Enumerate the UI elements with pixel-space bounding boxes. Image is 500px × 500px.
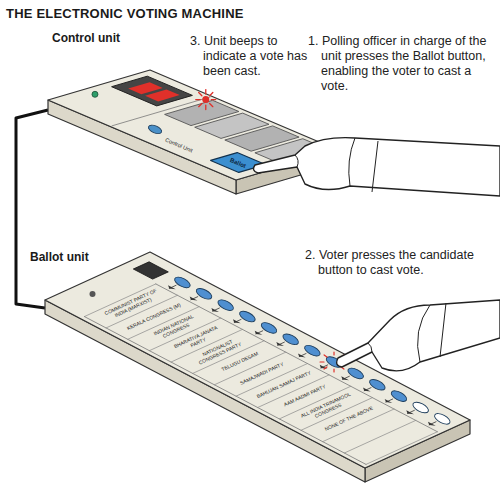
- button-arrowhead: [298, 353, 306, 357]
- button-arrowhead: [168, 285, 176, 289]
- button-arrowhead: [276, 342, 284, 346]
- row-divider: [366, 432, 437, 465]
- button-arrowhead: [385, 399, 393, 403]
- beep-ray: [210, 93, 213, 96]
- candidate-button: [238, 309, 257, 324]
- button-arrowhead: [211, 308, 219, 312]
- button-arrowhead: [233, 319, 241, 323]
- beep-ray: [199, 103, 202, 106]
- press-flash: [333, 369, 334, 372]
- button-arrowhead: [341, 376, 349, 380]
- candidate-button: [433, 411, 452, 426]
- connecting-cable: [16, 110, 48, 308]
- beep-ray: [199, 93, 202, 96]
- seal-hole: [90, 291, 96, 297]
- callout-note: 3. Unit beeps to indicate a vote has bee…: [190, 34, 318, 79]
- press-flash: [333, 352, 334, 355]
- display-digit: [145, 90, 180, 102]
- beep-ray: [205, 90, 206, 95]
- button-arrowhead: [320, 365, 328, 369]
- beep-ray: [211, 99, 216, 100]
- candidate-button: [346, 366, 365, 381]
- part-name: Control unit: [52, 31, 120, 45]
- candidate-button: [303, 343, 322, 358]
- press-flash: [324, 355, 327, 357]
- beep-light: [202, 96, 209, 103]
- press-flash: [324, 367, 327, 369]
- callout-note: 1. Polling officer in charge of the unit…: [308, 34, 492, 94]
- candidate-button: [368, 377, 387, 392]
- voter-hand-detail: [368, 303, 446, 362]
- button-arrowhead: [190, 297, 198, 301]
- part-name: Ballot unit: [30, 250, 89, 264]
- candidate-button: [411, 400, 430, 415]
- beep-ray: [196, 99, 201, 100]
- officer-hand: [254, 138, 500, 196]
- candidate-button: [195, 286, 214, 301]
- candidate-button: [173, 275, 192, 290]
- candidate-button: [281, 332, 300, 347]
- label-border: [84, 317, 366, 465]
- officer-hand-detail: [295, 138, 378, 192]
- button-arrowhead: [363, 388, 371, 392]
- button-arrowhead: [428, 422, 436, 426]
- candidate-button: [390, 389, 409, 404]
- button-arrowhead: [406, 410, 414, 414]
- result-button: [147, 123, 163, 135]
- callout-note: 2. Voter presses the candidate button to…: [305, 248, 490, 278]
- busy-lamp: [133, 262, 168, 279]
- status-light: [92, 91, 98, 97]
- display-panel: [112, 76, 193, 106]
- candidate-button: [260, 320, 279, 335]
- row-divider: [344, 420, 415, 453]
- press-flash: [320, 361, 324, 362]
- voter-hand: [337, 300, 500, 371]
- beep-ray: [210, 103, 213, 106]
- candidate-button: [216, 298, 235, 313]
- control-unit-body: [48, 70, 338, 194]
- beep-ray: [205, 105, 206, 110]
- button-arrowhead: [255, 331, 263, 335]
- diagram-title: THE ELECTRONIC VOTING MACHINE: [6, 6, 244, 21]
